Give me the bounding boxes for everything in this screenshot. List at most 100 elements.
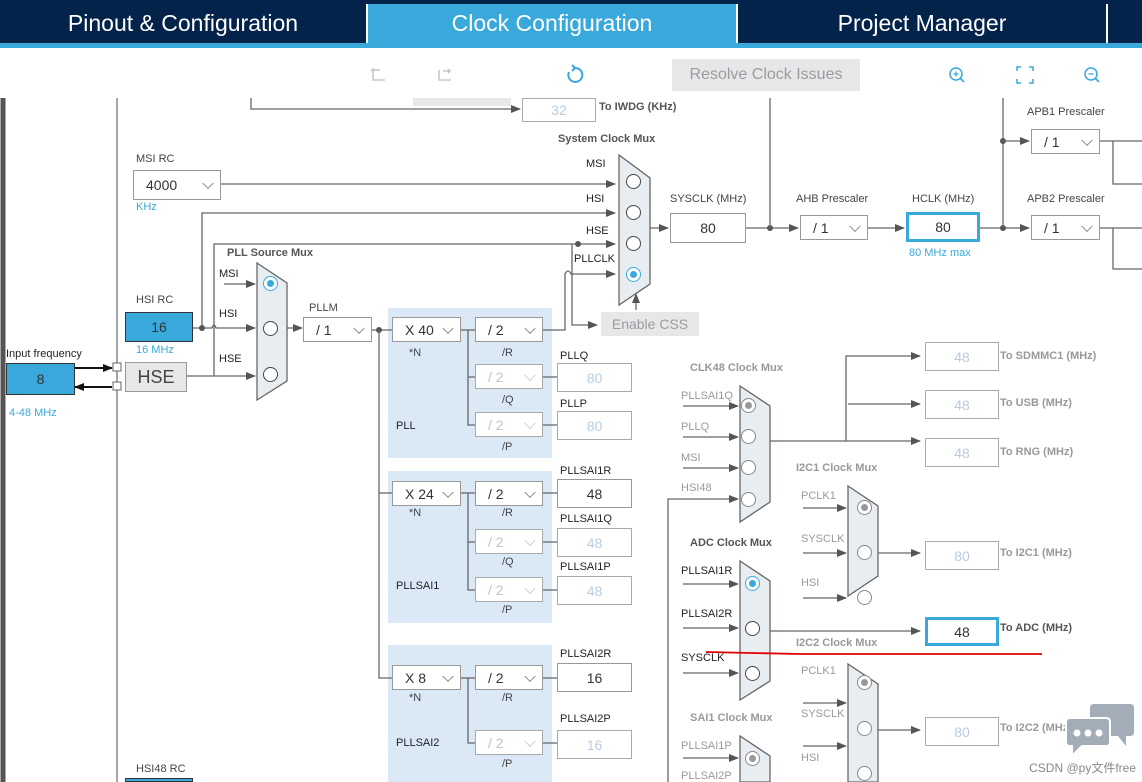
i2c1-radio-hsi[interactable] xyxy=(857,590,872,605)
tab-separator xyxy=(366,4,368,43)
i2c2-input-hsi: HSI xyxy=(801,752,820,764)
sys-mux-radio-hse[interactable] xyxy=(626,236,641,251)
enable-css-button[interactable]: Enable CSS xyxy=(601,312,699,336)
pll-src-radio-hse[interactable] xyxy=(263,367,278,382)
sys-mux-radio-pllclk[interactable] xyxy=(626,267,641,282)
i2c2-radio-hsi[interactable] xyxy=(857,766,872,781)
pll-r-select[interactable]: / 2 xyxy=(475,317,543,342)
apb2-prescaler-title: APB2 Prescaler xyxy=(1027,193,1105,205)
adc-radio-pllsai2r[interactable] xyxy=(745,621,760,636)
pllsai1-q-select[interactable]: / 2 xyxy=(475,529,543,554)
tab-clock-configuration[interactable]: Clock Configuration xyxy=(368,4,736,43)
hsi48-rc-value xyxy=(125,778,193,782)
chevron-down-icon xyxy=(442,486,454,498)
red-annotation-line xyxy=(705,651,1042,655)
i2c2-radio-pclk1[interactable] xyxy=(857,675,872,690)
usb-value: 48 xyxy=(925,390,999,419)
pllsai1-p-select[interactable]: / 2 xyxy=(475,577,543,602)
pllsai2-n-select[interactable]: X 8 xyxy=(392,665,461,690)
chevron-down-icon xyxy=(1081,134,1093,146)
chevron-down-icon xyxy=(524,735,536,747)
pllsai2-n-value: X 8 xyxy=(405,669,427,686)
pll-p-select[interactable]: / 2 xyxy=(475,412,543,437)
sys-mux-radio-hsi[interactable] xyxy=(626,205,641,220)
apb1-prescaler-select[interactable]: / 1 xyxy=(1031,129,1100,154)
i2c2-input-sysclk: SYSCLK xyxy=(801,708,845,720)
pllsai2-p-value: / 2 xyxy=(488,734,504,751)
sys-mux-input-hsi: HSI xyxy=(586,193,605,205)
tab-pinout-configuration[interactable]: Pinout & Configuration xyxy=(67,10,299,36)
pll-src-radio-msi[interactable] xyxy=(263,276,278,291)
clk48-radio-hsi48[interactable] xyxy=(741,492,756,507)
msi-rc-select[interactable]: 4000 xyxy=(133,170,221,200)
adc-radio-sysclk[interactable] xyxy=(745,666,760,681)
apb2-prescaler-select[interactable]: / 1 xyxy=(1031,215,1100,240)
hse-connector xyxy=(112,381,122,391)
pllsai2-r-select[interactable]: / 2 xyxy=(475,665,543,690)
pllsai1q-title: PLLSAI1Q xyxy=(560,513,612,525)
adc-field[interactable]: 48 xyxy=(925,617,999,646)
pllsai1-p-label: /P xyxy=(502,604,513,616)
pllsai1-r-select[interactable]: / 2 xyxy=(475,481,543,506)
i2c1-mux-shape xyxy=(847,484,879,598)
pll-n-select[interactable]: X 40 xyxy=(392,317,461,342)
tab-separator xyxy=(1106,4,1108,43)
pllsai1-p-value: / 2 xyxy=(488,581,504,598)
chevron-down-icon xyxy=(442,670,454,682)
tab-separator xyxy=(736,4,738,43)
sys-mux-input-msi: MSI xyxy=(586,158,606,170)
clk48-radio-msi[interactable] xyxy=(741,460,756,475)
adc-radio-pllsai1r[interactable] xyxy=(745,576,760,591)
sysclk-title: SYSCLK (MHz) xyxy=(670,193,747,205)
ahb-prescaler-select[interactable]: / 1 xyxy=(800,215,868,240)
ahb-prescaler-title: AHB Prescaler xyxy=(796,193,869,205)
chevron-down-icon xyxy=(202,177,214,190)
sai1-radio-pllsai1p[interactable] xyxy=(745,751,760,766)
pllsai1p-title: PLLSAI1P xyxy=(560,561,611,573)
i2c1-input-pclk1: PCLK1 xyxy=(801,490,836,502)
pllsai2r-title: PLLSAI2R xyxy=(560,648,612,660)
pllsai2r-value: 16 xyxy=(557,663,632,692)
clk48-radio-pllq[interactable] xyxy=(741,429,756,444)
input-frequency-field[interactable]: 8 xyxy=(6,363,75,395)
adc-mux-title: ADC Clock Mux xyxy=(690,537,772,549)
pllm-select[interactable]: / 1 xyxy=(303,317,372,342)
sys-mux-input-hse: HSE xyxy=(586,225,609,237)
zoom-out-icon[interactable] xyxy=(1081,64,1103,86)
zoom-in-icon[interactable] xyxy=(946,64,968,86)
pllq-value: 80 xyxy=(557,363,632,392)
pllp-value: 80 xyxy=(557,411,632,440)
i2c2-radio-sysclk[interactable] xyxy=(857,721,872,736)
sdmmc1-value: 48 xyxy=(925,342,999,371)
pllp-title: PLLP xyxy=(560,398,587,410)
chevron-down-icon xyxy=(524,534,536,546)
pll-n-label: *N xyxy=(409,347,422,359)
pllsai2p-value: 16 xyxy=(557,730,632,759)
resolve-clock-issues-button[interactable]: Resolve Clock Issues xyxy=(672,59,860,91)
tab-project-manager[interactable]: Project Manager xyxy=(837,10,1007,36)
clk48-mux-shape xyxy=(739,384,771,524)
hclk-field[interactable]: 80 xyxy=(906,212,980,242)
iwdg-frequency: 32 xyxy=(522,98,596,122)
enable-css-lse-button[interactable] xyxy=(413,98,511,106)
pll-src-radio-hsi[interactable] xyxy=(263,321,278,336)
hsi48-rc-title: HSI48 RC xyxy=(136,763,186,775)
chevron-down-icon xyxy=(524,417,536,429)
i2c1-input-hsi: HSI xyxy=(801,577,820,589)
sys-mux-radio-msi[interactable] xyxy=(626,174,641,189)
fit-screen-icon[interactable] xyxy=(1014,64,1036,86)
pllsai1-n-select[interactable]: X 24 xyxy=(392,481,461,506)
pllsai2-p-select[interactable]: / 2 xyxy=(475,730,543,755)
rng-value: 48 xyxy=(925,438,999,467)
pll-name: PLL xyxy=(396,420,416,432)
refresh-icon[interactable] xyxy=(564,64,586,86)
clk48-radio-pllsai1q[interactable] xyxy=(741,398,756,413)
i2c1-radio-pclk1[interactable] xyxy=(857,500,872,515)
redo-icon[interactable] xyxy=(434,64,456,86)
pllsai1q-value: 48 xyxy=(557,528,632,557)
i2c1-radio-sysclk[interactable] xyxy=(857,545,872,560)
pll-q-select[interactable]: / 2 xyxy=(475,364,543,389)
undo-icon[interactable] xyxy=(367,64,389,86)
pllsai1p-value: 48 xyxy=(557,576,632,605)
sysclk-value: 80 xyxy=(670,213,746,243)
